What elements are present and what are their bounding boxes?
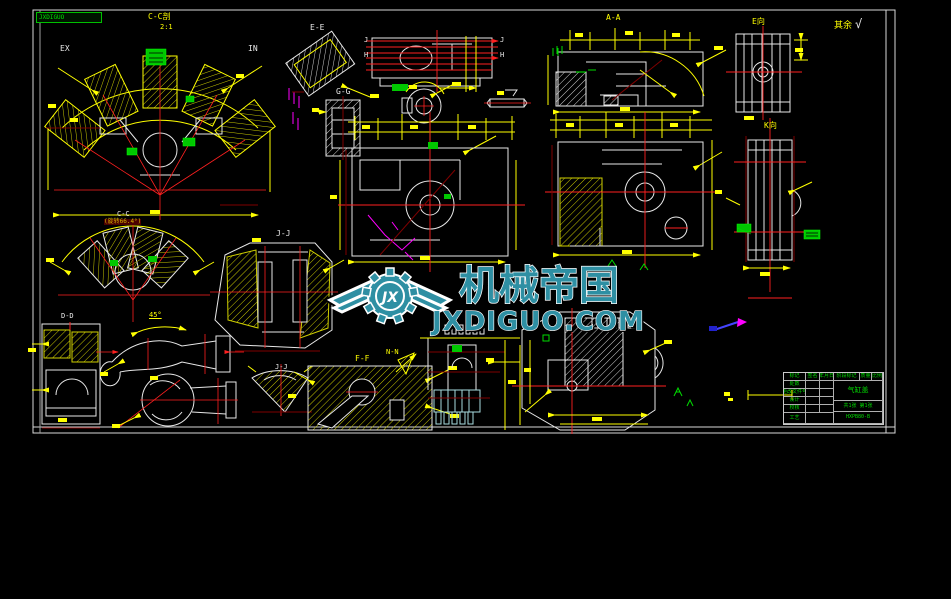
view-ribbed-tall: [725, 118, 821, 400]
svg-text:机械帝国: 机械帝国: [462, 266, 622, 312]
label-e-view: E向: [752, 17, 765, 26]
stamp-text: JXDIGUO: [39, 14, 65, 21]
label-aa: A-A: [606, 13, 621, 22]
roughness-symbol: √: [855, 17, 863, 31]
view-jj-small: [247, 364, 313, 416]
view-pin-detail: [484, 89, 531, 108]
view-ee-section: [285, 30, 379, 98]
tb-row-3: 设计: [784, 397, 806, 405]
label-h-left: H: [364, 51, 369, 59]
view-center-right: [545, 112, 723, 271]
tb-sheet: 共1张 第1张: [834, 401, 883, 412]
tb-scale: 比例: [872, 373, 883, 381]
label-dd: D-D: [61, 312, 74, 320]
svg-text:JXDIGUO.COM: JXDIGUO.COM: [432, 309, 647, 338]
view-cc-small-fan: [46, 224, 215, 322]
label-h-right: H: [500, 51, 505, 59]
label-in: IN: [248, 44, 258, 53]
title-block: 标记 签名 年月日 处数 更改文件号 设计 校核 工艺 阶段标记 质量 比例 气…: [783, 372, 884, 425]
label-k-view: K向: [764, 121, 777, 130]
view-ff-section: [293, 365, 459, 431]
label-ff: F-F: [355, 354, 370, 363]
tb-row-1: 处数: [784, 381, 806, 389]
label-gg: G-G: [336, 87, 351, 96]
drawing-frame: [32, 9, 896, 434]
view-nn-arrow: [395, 352, 417, 376]
logo-gear: JX: [360, 267, 420, 325]
label-ee: E-E: [310, 23, 325, 32]
label-jj2: J-J: [275, 363, 288, 371]
corner-stamp: JXDIGUO: [36, 12, 102, 23]
label-nn: N-N: [386, 348, 399, 356]
label-jj: J-J: [276, 229, 291, 238]
view-ports: [96, 325, 244, 429]
label-cc-scale: 2:1: [160, 23, 173, 31]
view-center-left: [330, 112, 525, 272]
tb-stage: 阶段标记: [834, 373, 860, 381]
tb-mass: 质量: [860, 373, 872, 381]
tb-part-name: 气缸盖: [834, 381, 883, 401]
view-aa-section: [547, 28, 727, 115]
label-cc-top: C-C剖: [148, 12, 171, 21]
view-gg-section: [312, 96, 361, 160]
tb-row-2: 更改文件号: [784, 389, 806, 397]
tb-drawing-no: HXPB80-B: [834, 412, 883, 424]
view-ribbed-top: [726, 26, 808, 120]
view-dd-section: [28, 322, 101, 429]
watermark-title: 机械帝国: [459, 263, 619, 309]
label-angle: 45°: [149, 311, 162, 319]
view-round-boss: [401, 81, 461, 124]
view-comb-section: [420, 324, 521, 430]
view-cc-section-fan: [44, 48, 300, 220]
tb-row-0: 标记: [784, 373, 806, 381]
label-qiyu: 其余: [834, 21, 853, 31]
view-jh-arrows: [366, 30, 499, 92]
tb-row-4: 校核: [784, 405, 806, 413]
label-cc2: C-C: [117, 210, 130, 218]
watermark: JX 机械帝国 机械帝国 JXDIGUO.COM JXDIGUO.COM: [322, 252, 652, 338]
watermark-domain: JXDIGUO.COM: [430, 307, 645, 337]
tb-date: 年月日: [820, 373, 834, 381]
logo-jx-text: JX: [379, 290, 399, 306]
watermark-logo: JX 机械帝国 机械帝国 JXDIGUO.COM JXDIGUO.COM: [322, 262, 647, 338]
tb-row-5: 工艺: [784, 413, 806, 424]
label-cc2-note: (旋转66.4°): [104, 218, 142, 225]
misc-marks: [542, 48, 747, 407]
tb-sign: 签名: [806, 373, 820, 381]
view-bottom-big: [512, 308, 672, 434]
view-jj-section: [210, 238, 345, 352]
label-ex: EX: [60, 44, 70, 53]
label-j-left: J: [364, 36, 369, 44]
label-j-right: J: [500, 36, 505, 44]
